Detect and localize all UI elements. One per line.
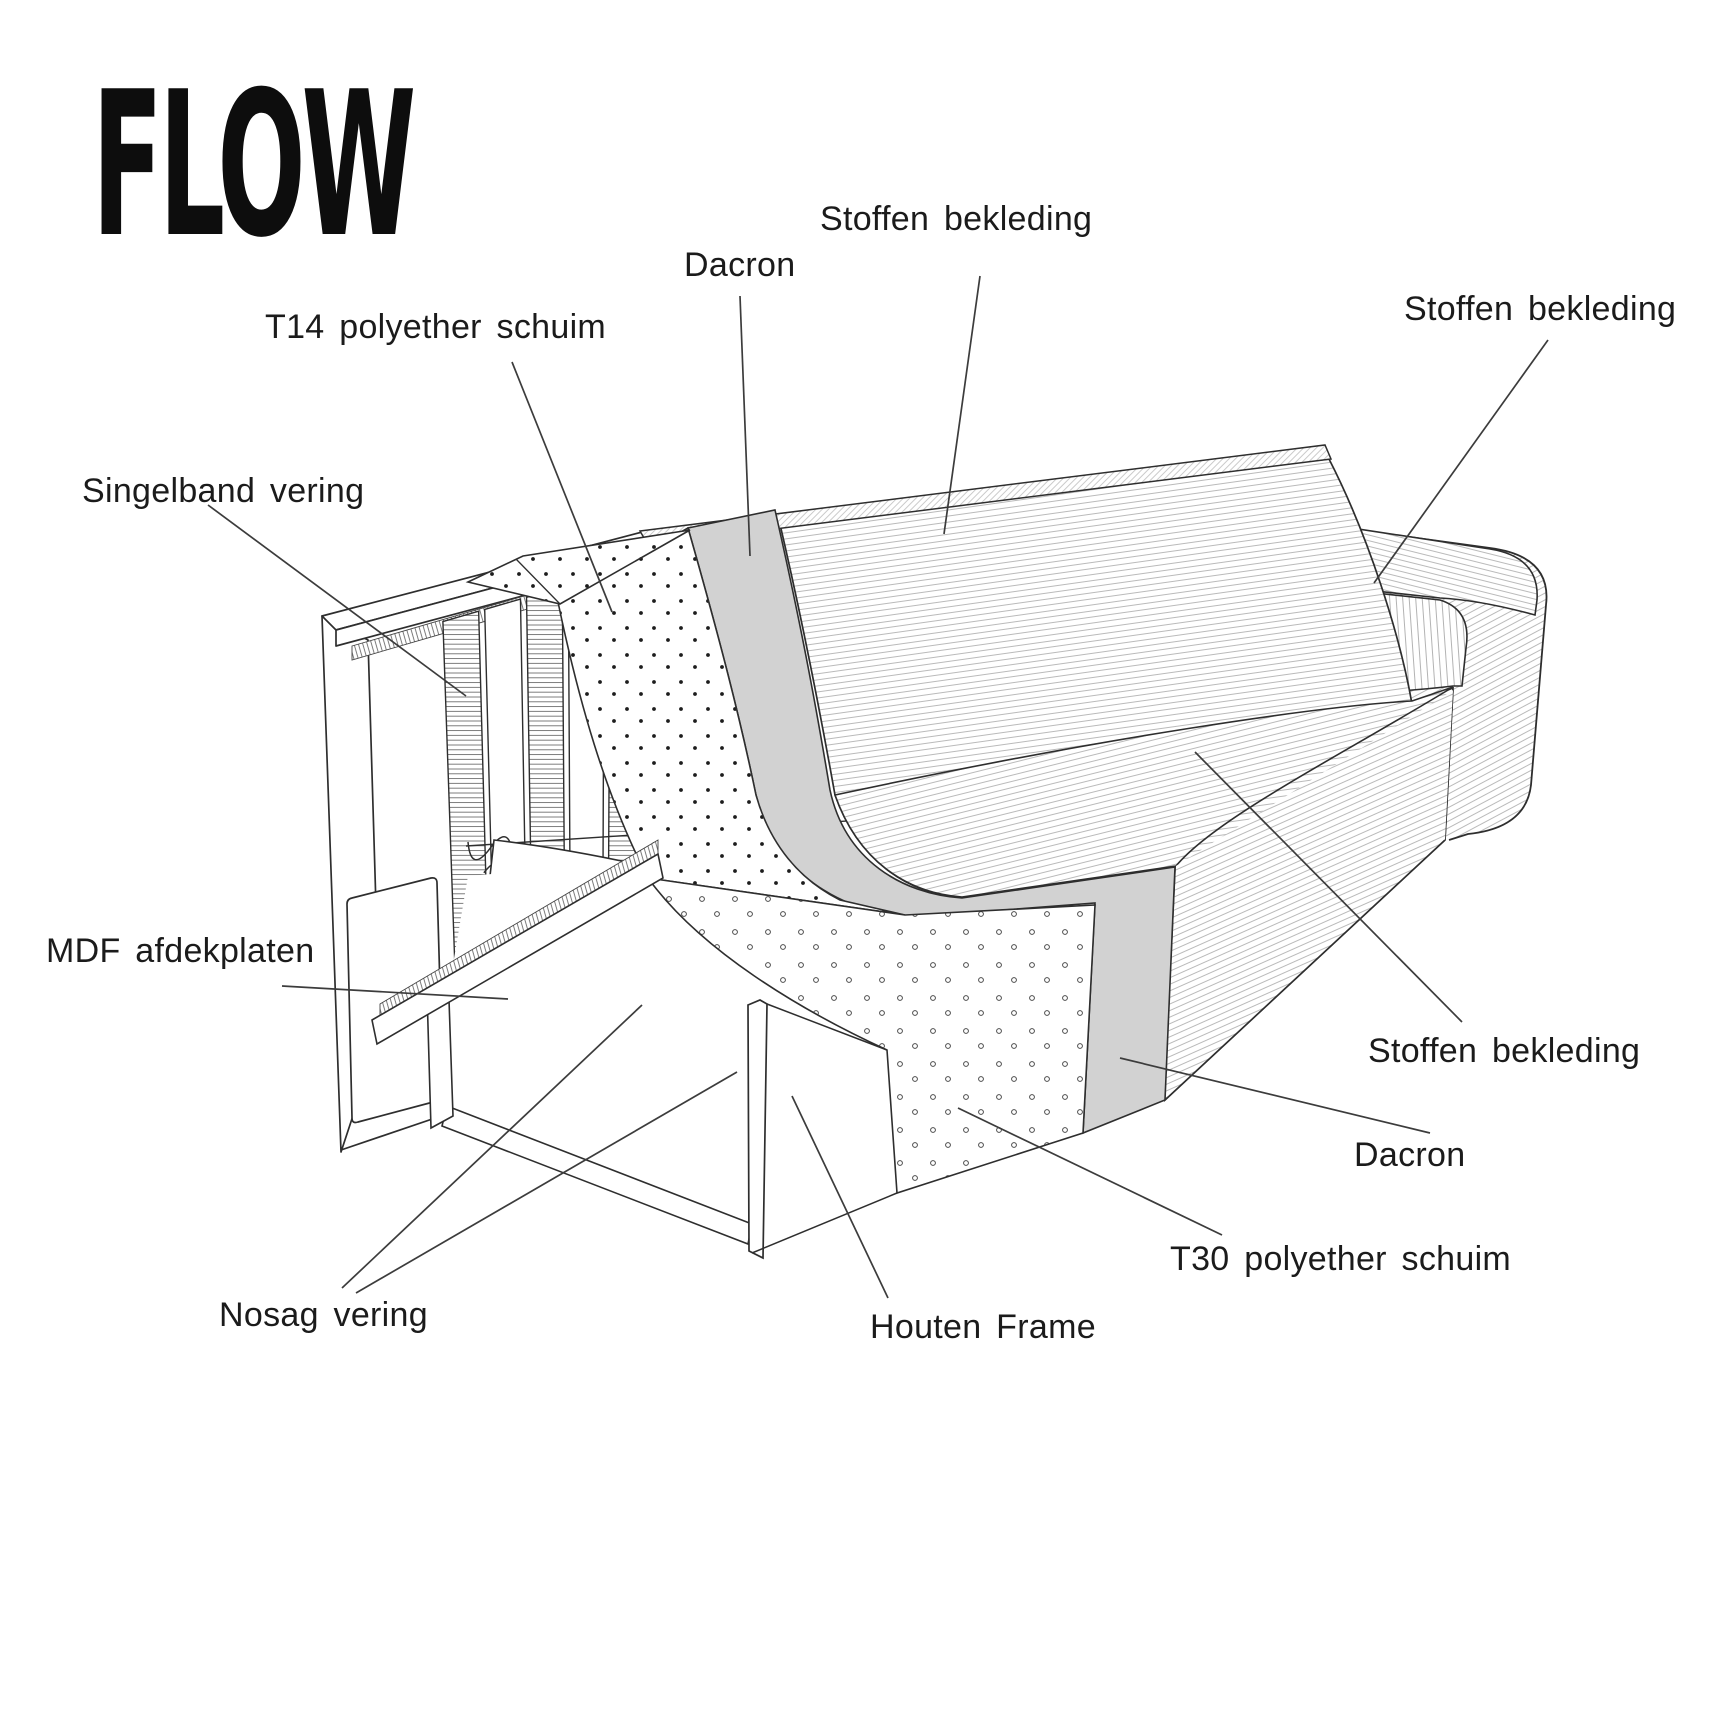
leader-nosag-1 — [341, 1004, 643, 1289]
leader-dacron-top — [739, 295, 751, 557]
callout-nosag-vering: Nosag vering — [219, 1296, 428, 1334]
leader-t14 — [511, 361, 613, 613]
armrest-outer-outline — [1029, 484, 1548, 841]
callout-houten-frame: Houten Frame — [870, 1308, 1096, 1346]
leader-singelband — [207, 504, 467, 697]
callout-singelband-vering: Singelband vering — [82, 472, 365, 510]
leader-houten — [791, 1095, 889, 1299]
callout-dacron-top: Dacron — [684, 246, 796, 284]
t30-foam-seat — [646, 876, 1096, 1195]
callout-mdf-afdekplaten: MDF afdekplaten — [46, 932, 315, 970]
frame-shelf — [371, 852, 664, 1046]
front-face-hatch — [1165, 690, 1453, 1100]
seat-cushion — [833, 686, 1454, 898]
callout-stoffen-bekleding-bottom: Stoffen bekleding — [1368, 1032, 1641, 1070]
callout-stoffen-bekleding-right: Stoffen bekleding — [1404, 290, 1677, 328]
corner-plank — [747, 999, 768, 1260]
leader-mdf — [281, 985, 509, 1000]
leader-nosag-2 — [355, 1071, 738, 1294]
frame-foot-line — [340, 1113, 448, 1151]
t14-foam-back-face — [557, 526, 906, 916]
leader-lines — [207, 275, 1549, 1299]
leader-t30 — [957, 1107, 1223, 1236]
side-panel-top-edge — [766, 1003, 888, 1051]
leader-stoffen-right — [1373, 339, 1549, 584]
product-title: FLOW — [92, 49, 416, 282]
callout-t30-polyether-schuim: T30 polyether schuim — [1170, 1240, 1512, 1278]
callout-stoffen-bekleding-top: Stoffen bekleding — [820, 200, 1093, 238]
callout-t14-polyether-schuim: T14 polyether schuim — [265, 308, 607, 346]
t14-foam-top-wing — [465, 529, 691, 605]
side-panel-bottom-edge — [751, 1192, 898, 1254]
callout-dacron-bottom: Dacron — [1354, 1136, 1466, 1174]
wing-fold-line — [515, 558, 561, 605]
leader-stoffen-top — [943, 275, 981, 535]
front-face-edges — [1164, 839, 1446, 1101]
leader-stoffen-bottom — [1194, 751, 1463, 1023]
leader-dacron-bottom — [1119, 1057, 1431, 1134]
